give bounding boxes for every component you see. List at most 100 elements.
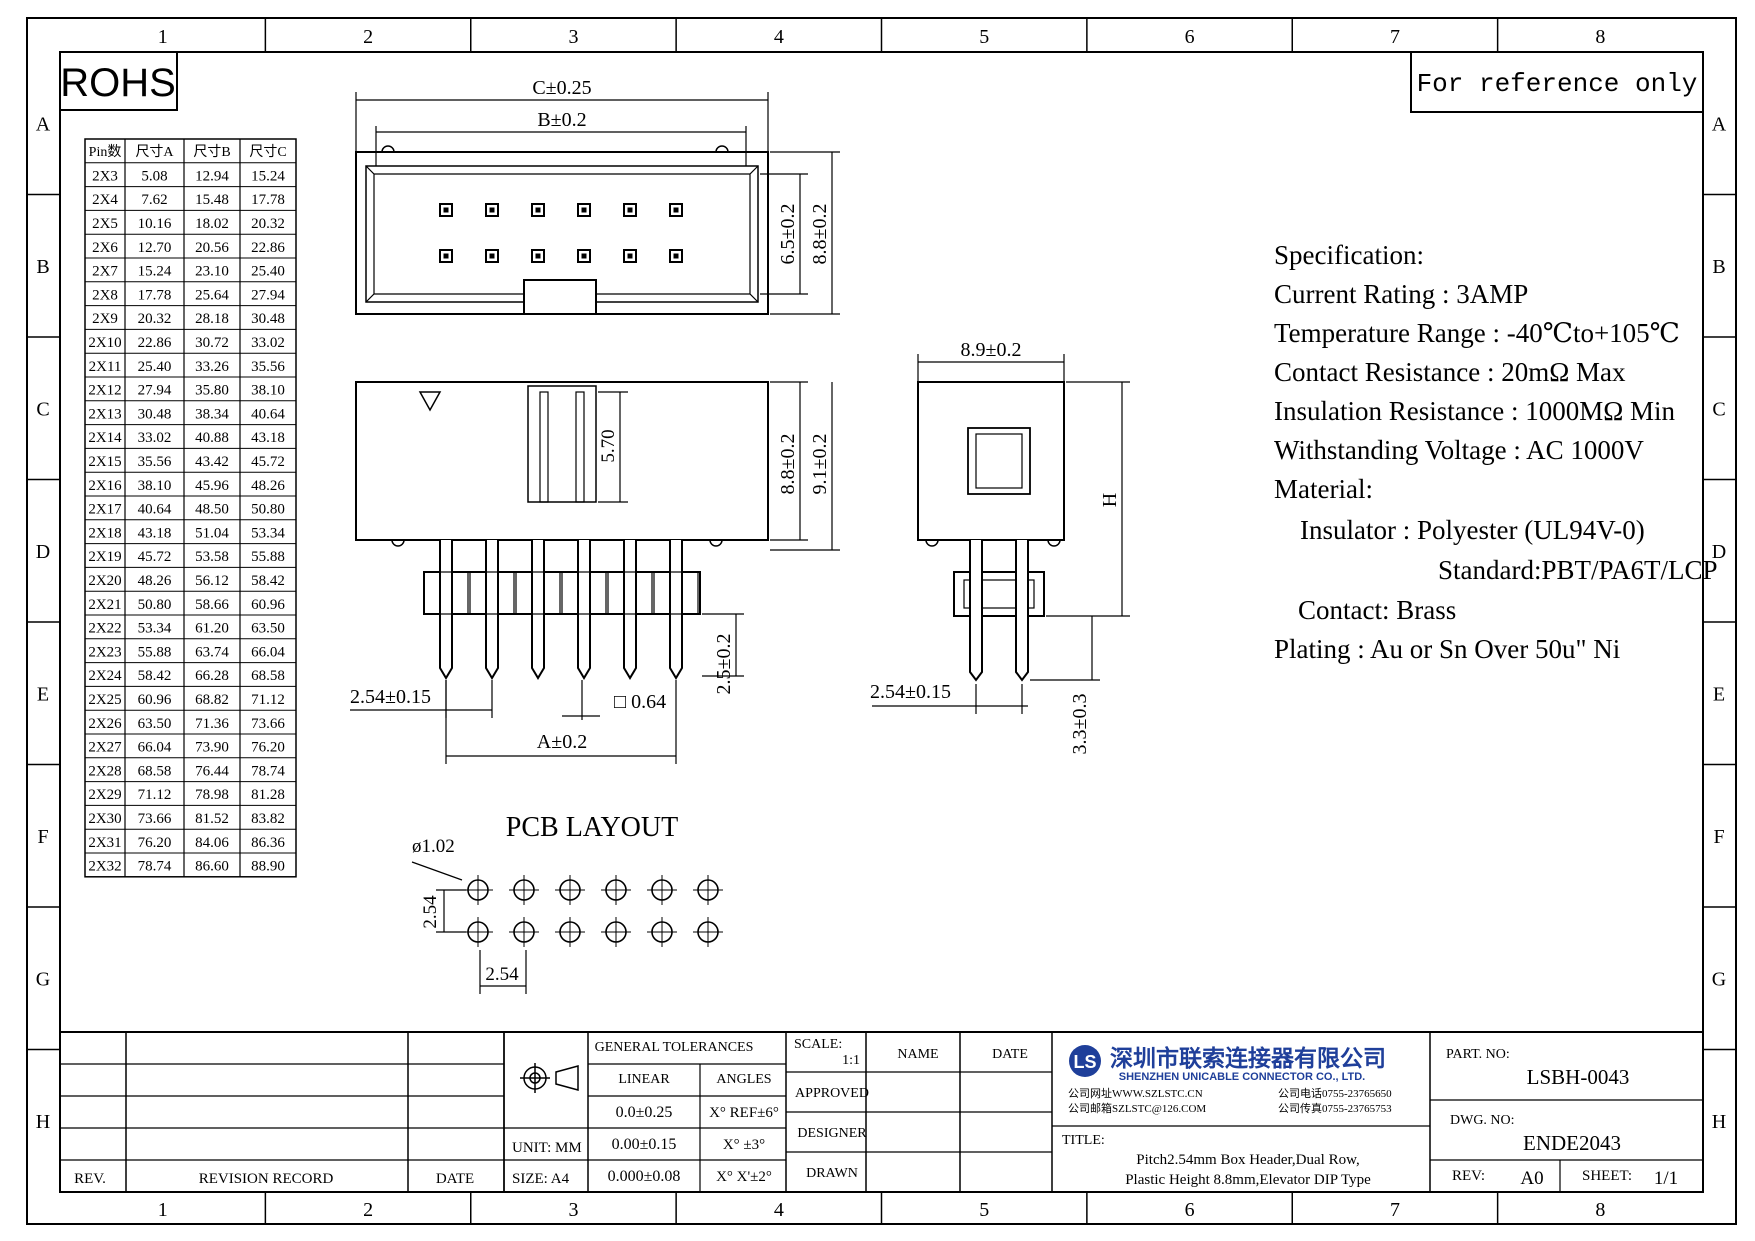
dim-9-1: 9.1±0.2 xyxy=(809,434,831,495)
table-pin-count: 2X10 xyxy=(88,335,121,351)
spec-line: Insulator : Polyester (UL94V-0) xyxy=(1300,515,1645,545)
part-no-value: LSBH-0043 xyxy=(1527,1065,1630,1089)
zone-col-label: 3 xyxy=(568,26,578,48)
table-cell: 30.48 xyxy=(138,406,172,422)
table-header-cell: 尺寸B xyxy=(193,144,230,160)
table-cell: 48.26 xyxy=(251,478,285,494)
table-cell: 15.48 xyxy=(195,192,229,208)
table-cell: 12.70 xyxy=(138,240,172,256)
front-view-dims xyxy=(350,381,840,764)
table-cell: 22.86 xyxy=(251,240,285,256)
table-cell: 18.02 xyxy=(195,216,229,232)
zone-row-label: A xyxy=(36,113,51,135)
svg-text:LS: LS xyxy=(1073,1052,1096,1072)
zone-col-label: 5 xyxy=(979,26,989,48)
table-cell: 45.72 xyxy=(138,549,172,565)
zone-col-label: 4 xyxy=(774,1199,784,1221)
table-pin-count: 2X5 xyxy=(92,216,118,232)
table-cell: 38.10 xyxy=(138,478,172,494)
table-pin-count: 2X32 xyxy=(88,859,121,875)
revision-record-header: REVISION RECORD xyxy=(199,1171,334,1187)
general-tolerances-label: GENERAL TOLERANCES xyxy=(595,1040,754,1055)
table-cell: 71.12 xyxy=(138,787,172,803)
spacer-cell xyxy=(423,571,469,615)
front-pin xyxy=(439,540,453,680)
table-cell: 71.36 xyxy=(195,716,229,732)
table-cell: 73.66 xyxy=(251,716,285,732)
table-header-cell: Pin数 xyxy=(89,144,122,160)
table-cell: 63.74 xyxy=(195,644,229,660)
zone-row-label: C xyxy=(36,398,49,420)
zone-row-label: D xyxy=(36,541,50,563)
table-cell: 73.66 xyxy=(138,811,172,827)
pcb-row-pitch: 2.54 xyxy=(420,895,441,929)
zone-col-label: 6 xyxy=(1185,1199,1195,1221)
spec-line: Standard:PBT/PA6T/LCP xyxy=(1438,555,1718,585)
company-email: 公司邮箱SZLSTC@126.COM xyxy=(1068,1101,1206,1115)
table-cell: 86.60 xyxy=(195,859,229,875)
table-pin-count: 2X8 xyxy=(92,287,118,303)
dim-pin-square: □ 0.64 xyxy=(614,691,666,713)
dimension-table-border xyxy=(84,138,297,878)
spec-line: Specification: xyxy=(1274,240,1424,270)
table-cell: 50.80 xyxy=(138,597,172,613)
company-fax: 公司传真0755-23765753 xyxy=(1278,1101,1392,1115)
table-cell: 63.50 xyxy=(251,621,285,637)
table-cell: 33.02 xyxy=(251,335,285,351)
table-cell: 53.58 xyxy=(195,549,229,565)
table-cell: 84.06 xyxy=(195,835,229,851)
pcb-layout-title: PCB LAYOUT xyxy=(506,812,678,843)
table-pin-count: 2X22 xyxy=(88,621,121,637)
pin-square-core xyxy=(489,207,495,213)
table-cell: 20.32 xyxy=(251,216,285,232)
table-cell: 30.48 xyxy=(251,311,285,327)
table-cell: 7.62 xyxy=(141,192,167,208)
table-cell: 56.12 xyxy=(195,573,229,589)
zone-row-label: C xyxy=(1712,398,1725,420)
table-pin-count: 2X6 xyxy=(92,240,118,256)
unit-label: UNIT: MM xyxy=(512,1140,582,1156)
spec-line: Temperature Range : -40℃to+105℃ xyxy=(1274,318,1680,348)
front-pin xyxy=(623,540,637,680)
table-cell: 25.40 xyxy=(138,359,172,375)
table-cell: 40.64 xyxy=(251,406,285,422)
table-cell: 25.40 xyxy=(251,264,285,280)
spacer-cell xyxy=(607,571,653,615)
table-cell: 66.04 xyxy=(138,740,172,756)
scale-value: 1:1 xyxy=(842,1053,860,1068)
table-cell: 25.64 xyxy=(195,287,229,303)
table-cell: 43.18 xyxy=(138,525,172,541)
table-cell: 40.64 xyxy=(138,502,172,518)
front-view-pins xyxy=(423,540,699,680)
pin-square-core xyxy=(443,207,449,213)
table-cell: 66.28 xyxy=(195,668,229,684)
rev-value: A0 xyxy=(1520,1168,1543,1189)
spec-line: Contact Resistance : 20mΩ Max xyxy=(1274,357,1626,387)
table-cell: 81.28 xyxy=(251,787,285,803)
table-header-cell: 尺寸A xyxy=(135,144,174,160)
table-cell: 53.34 xyxy=(138,621,172,637)
tolerance-rows: 0.0±0.250.00±0.150.000±0.08X° REF±6°X° ±… xyxy=(608,1104,779,1185)
rohs-label: ROHS xyxy=(60,61,176,105)
company-name-cn: 深圳市联索连接器有限公司 xyxy=(1110,1045,1386,1071)
pin-square-core xyxy=(627,253,633,259)
table-cell: 58.42 xyxy=(138,668,172,684)
table-cell: 38.34 xyxy=(195,406,229,422)
spec-line: Withstanding Voltage : AC 1000V xyxy=(1274,435,1644,465)
table-cell: 17.78 xyxy=(138,287,172,303)
table-cell: 15.24 xyxy=(138,264,172,280)
dim-pitch-side: 2.54±0.15 xyxy=(870,681,951,703)
table-pin-count: 2X18 xyxy=(88,525,121,541)
reference-box xyxy=(1410,51,1704,113)
angles-label: ANGLES xyxy=(716,1072,771,1087)
table-pin-count: 2X7 xyxy=(92,264,118,280)
table-cell: 20.56 xyxy=(195,240,229,256)
table-cell: 33.26 xyxy=(195,359,229,375)
zone-col-label: 8 xyxy=(1595,1199,1605,1221)
spec-line: Current Rating : 3AMP xyxy=(1274,279,1528,309)
table-pin-count: 2X29 xyxy=(88,787,121,803)
front-pin xyxy=(485,540,499,680)
table-cell: 68.82 xyxy=(195,692,229,708)
side-view-pins xyxy=(969,540,1029,682)
table-pin-count: 2X31 xyxy=(88,835,121,851)
